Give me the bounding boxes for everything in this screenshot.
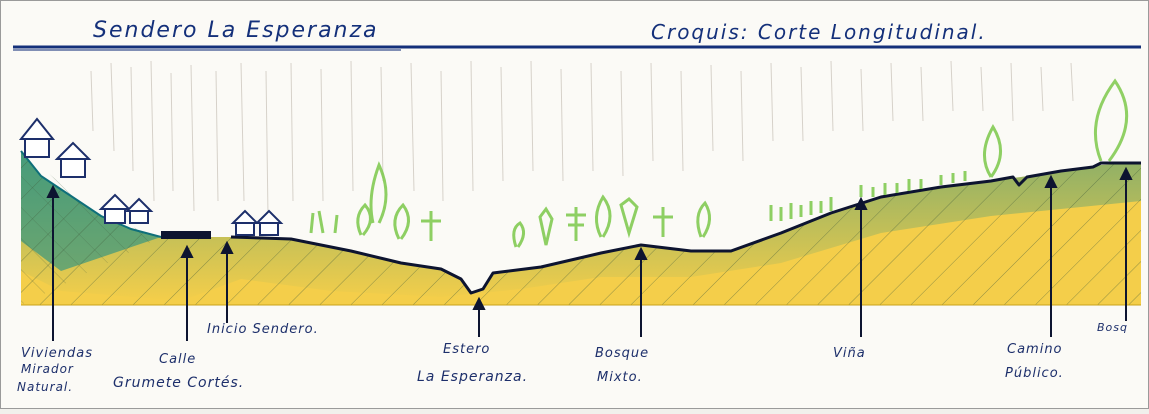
- page-title: Sendero La Esperanza: [93, 18, 379, 43]
- label-publico: Público.: [1005, 366, 1064, 381]
- sky-strokes: [90, 60, 1074, 217]
- label-viviendas: Viviendas: [21, 346, 93, 361]
- leader-arrows: [46, 166, 1133, 341]
- label-grumete-cortes: Grumete Cortés.: [113, 375, 244, 391]
- label-natural: Natural.: [17, 380, 73, 394]
- label-vina: Viña: [833, 346, 866, 361]
- vegetation: [309, 78, 1129, 248]
- label-bosque-edge: Bosq: [1097, 321, 1128, 334]
- label-bosque: Bosque: [595, 346, 649, 361]
- trailhead-houses-icon: [230, 209, 284, 236]
- page-subtitle: Croquis: Corte Longitudinal.: [651, 20, 987, 44]
- label-estero: Estero: [443, 342, 490, 357]
- houses-cluster-icon: [18, 117, 154, 224]
- street-mark: [161, 231, 211, 239]
- label-inicio-sendero: Inicio Sendero.: [207, 322, 319, 337]
- label-calle: Calle: [159, 352, 196, 367]
- label-camino: Camino: [1007, 342, 1063, 357]
- label-la-esperanza: La Esperanza.: [417, 369, 528, 385]
- label-mirador: Mirador: [21, 362, 74, 376]
- label-mixto: Mixto.: [597, 370, 643, 385]
